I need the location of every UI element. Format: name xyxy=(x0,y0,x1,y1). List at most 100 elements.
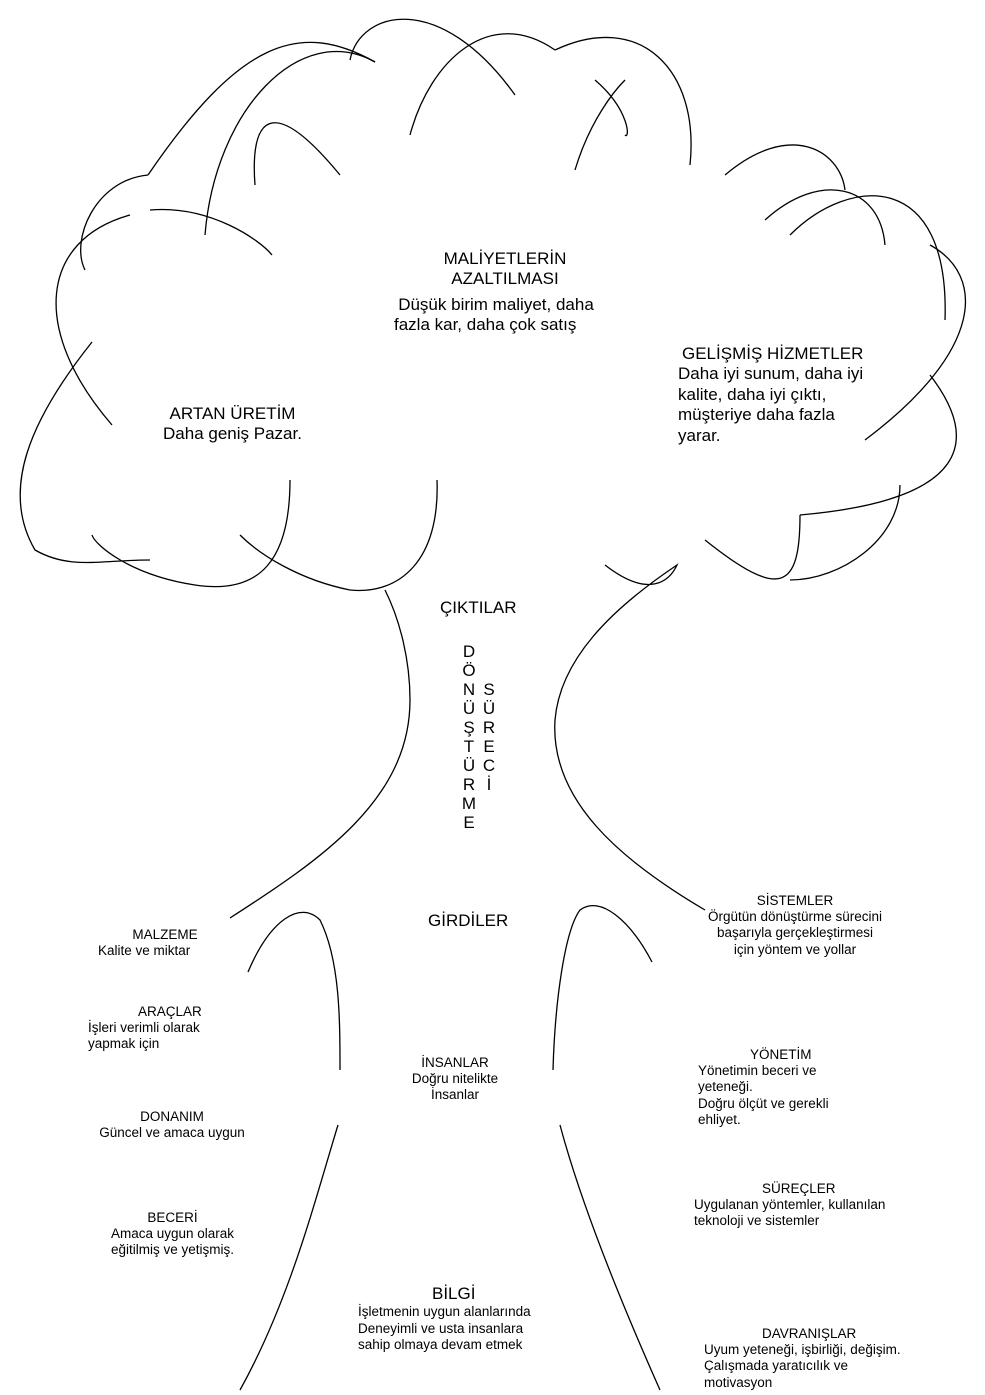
input-title: DONANIM xyxy=(86,1109,258,1125)
services-body-line: kalite, daha iyi çıktı, xyxy=(678,385,863,405)
crown-scallop xyxy=(20,342,150,563)
input-surecler: SÜREÇLER Uygulanan yöntemler, kullanılan… xyxy=(694,1181,885,1230)
input-line: Amaca uygun olarak xyxy=(90,1226,255,1242)
input-line: ehliyet. xyxy=(698,1112,829,1128)
input-line: İşleri verimli olarak xyxy=(88,1020,202,1036)
crown-scallop xyxy=(410,34,555,135)
input-title: SÜREÇLER xyxy=(694,1181,885,1197)
process-letter: M xyxy=(459,794,479,813)
crown-scallop xyxy=(150,210,272,255)
cost-body: Düşük birim maliyet, daha fazla kar, dah… xyxy=(380,295,612,336)
process-word-2: S Ü R E C İ xyxy=(479,680,499,794)
production-body: Daha geniş Pazar. xyxy=(140,424,325,444)
process-letter: Ş xyxy=(459,718,479,737)
input-line: Doğru nitelikte xyxy=(385,1071,525,1087)
crown-scallop xyxy=(254,123,340,185)
services-block: GELİŞMİŞ HİZMETLER Daha iyi sunum, daha … xyxy=(678,344,863,446)
input-line: Örgütün dönüştürme sürecini xyxy=(695,909,895,925)
crown-scallop xyxy=(595,80,627,136)
input-title: BİLGİ xyxy=(358,1284,531,1304)
input-title: YÖNETİM xyxy=(698,1047,829,1063)
crown-scallop xyxy=(205,52,375,235)
input-line: Uyum yeteneği, işbirliği, değişim. xyxy=(704,1342,901,1358)
crown-scallop xyxy=(725,145,845,190)
process-letter: Ü xyxy=(479,699,499,718)
input-line: Çalışmada yaratıcılık ve xyxy=(704,1358,901,1374)
process-letter: S xyxy=(479,680,499,699)
process-letter: D xyxy=(459,642,479,661)
input-line: için yöntem ve yollar xyxy=(695,942,895,958)
crown-scallop xyxy=(555,37,691,165)
crown-scallop xyxy=(240,480,437,590)
input-insanlar: İNSANLAR Doğru nitelikte İnsanlar xyxy=(385,1055,525,1104)
crown-scallop xyxy=(92,480,290,587)
input-title: ARAÇLAR xyxy=(88,1004,202,1020)
input-line: Uygulanan yöntemler, kullanılan xyxy=(694,1197,885,1213)
input-line: başarıyla gerçekleştirmesi xyxy=(695,925,895,941)
input-line: Doğru ölçüt ve gerekli xyxy=(698,1096,829,1112)
process-letter: T xyxy=(459,737,479,756)
input-line: motivasyon xyxy=(704,1375,901,1391)
trunk-left xyxy=(230,590,410,918)
input-bilgi: BİLGİ İşletmenin uygun alanlarında Deney… xyxy=(358,1284,531,1353)
input-malzeme: MALZEME Kalite ve miktar xyxy=(70,927,260,959)
input-line: Deneyimli ve usta insanlara xyxy=(358,1321,531,1337)
crown-scallop xyxy=(56,215,130,425)
crown-scallop xyxy=(81,175,148,270)
input-sistemler: SİSTEMLER Örgütün dönüştürme sürecini ba… xyxy=(695,893,895,958)
input-donanim: DONANIM Güncel ve amaca uygun xyxy=(86,1109,258,1141)
process-letter: R xyxy=(459,775,479,794)
input-title: MALZEME xyxy=(70,927,260,943)
cost-body-line: Düşük birim maliyet, daha xyxy=(380,295,612,315)
input-line: yapmak için xyxy=(88,1036,202,1052)
services-title: GELİŞMİŞ HİZMETLER xyxy=(678,344,863,364)
input-line: İnsanlar xyxy=(385,1087,525,1103)
process-letter: E xyxy=(479,737,499,756)
inputs-label: GİRDİLER xyxy=(428,911,508,931)
input-title: DAVRANIŞLAR xyxy=(704,1326,901,1342)
crown-scallop xyxy=(148,42,375,175)
root-left xyxy=(248,912,340,1070)
input-line: Kalite ve miktar xyxy=(70,943,260,959)
crown-scallop xyxy=(705,515,800,579)
process-letter: Ü xyxy=(459,699,479,718)
input-davranislar: DAVRANIŞLAR Uyum yeteneği, işbirliği, de… xyxy=(704,1326,901,1391)
services-body-line: müşteriye daha fazla xyxy=(678,405,863,425)
crown-scallop xyxy=(575,80,625,170)
cost-body-line: fazla kar, daha çok satış xyxy=(380,315,612,335)
input-line: Yönetimin beceri ve xyxy=(698,1063,829,1079)
process-word-1: D Ö N Ü Ş T Ü R M E xyxy=(459,642,479,832)
input-line: teknoloji ve sistemler xyxy=(694,1213,885,1229)
process-letter: Ö xyxy=(459,661,479,680)
crown-scallop xyxy=(790,485,900,580)
input-line: İşletmenin uygun alanlarında xyxy=(358,1304,531,1320)
production-block: ARTAN ÜRETİM Daha geniş Pazar. xyxy=(140,404,325,445)
services-body-line: yarar. xyxy=(678,426,863,446)
input-yonetim: YÖNETİM Yönetimin beceri ve yeteneği. Do… xyxy=(698,1047,829,1128)
root-right xyxy=(553,906,652,1070)
input-line: sahip olmaya devam etmek xyxy=(358,1337,531,1353)
process-letter: N xyxy=(459,680,479,699)
cost-title: MALİYETLERİN AZALTILMASI xyxy=(410,249,600,290)
input-title: BECERİ xyxy=(90,1210,255,1226)
process-letter: R xyxy=(479,718,499,737)
input-title: SİSTEMLER xyxy=(695,893,895,909)
process-letter: C xyxy=(479,756,499,775)
process-letter: İ xyxy=(479,775,499,794)
trunk-right xyxy=(555,565,705,910)
input-title: İNSANLAR xyxy=(385,1055,525,1071)
input-beceri: BECERİ Amaca uygun olarak eğitilmiş ve y… xyxy=(90,1210,255,1259)
cost-title-line: AZALTILMASI xyxy=(410,269,600,289)
services-body-line: Daha iyi sunum, daha iyi xyxy=(678,364,863,384)
cost-title-line: MALİYETLERİN xyxy=(410,249,600,269)
process-letter: E xyxy=(459,813,479,832)
input-line: Güncel ve amaca uygun xyxy=(86,1125,258,1141)
root-right xyxy=(560,1125,660,1390)
production-title: ARTAN ÜRETİM xyxy=(140,404,325,424)
input-araclar: ARAÇLAR İşleri verimli olarak yapmak içi… xyxy=(88,1004,202,1053)
crown-scallop xyxy=(790,196,945,320)
crown-scallop xyxy=(865,245,965,440)
outputs-label: ÇIKTILAR xyxy=(440,598,517,618)
input-line: yeteneği. xyxy=(698,1079,829,1095)
crown-scallop xyxy=(765,190,885,245)
